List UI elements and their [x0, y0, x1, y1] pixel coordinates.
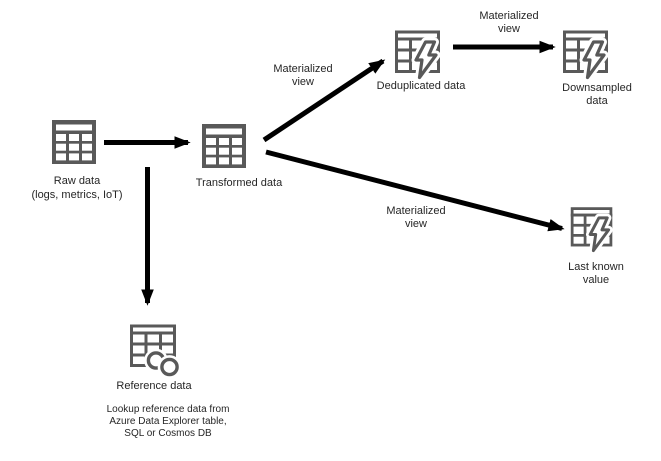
node-raw-data	[50, 118, 98, 166]
node-transformed-data	[200, 122, 248, 170]
arrow-transformed-to-last-known	[265, 149, 565, 232]
node-deduplicated-data	[392, 27, 444, 82]
node-reference-data	[127, 321, 182, 379]
reference-table-icon	[130, 324, 182, 379]
transformed-data-label: Transformed data	[195, 177, 283, 189]
materialized-view-table-icon	[395, 30, 441, 82]
raw-data-label: Raw data	[53, 175, 101, 187]
raw-data-sublabel: (logs, metrics, IoT)	[31, 189, 123, 201]
node-downsampled-data	[560, 27, 612, 82]
table-icon	[52, 120, 96, 164]
node-last-known-value	[568, 204, 616, 255]
arrow-transformed-to-deduplicated	[262, 58, 386, 143]
edge-label-materialized-view-last-known: Materialized view	[386, 205, 446, 230]
reference-data-label: Reference data	[116, 380, 192, 392]
materialized-view-table-icon	[570, 207, 613, 255]
table-icon	[202, 124, 246, 168]
last-known-value-label: Last known value	[568, 261, 624, 286]
reference-data-note: Lookup reference data from Azure Data Ex…	[106, 404, 230, 439]
deduplicated-data-label: Deduplicated data	[376, 80, 466, 92]
downsampled-data-label: Downsampled data	[562, 82, 632, 107]
edge-label-materialized-view-deduplicated: Materialized view	[273, 63, 333, 88]
edge-label-materialized-view-downsampled: Materialized view	[479, 10, 539, 35]
materialized-view-table-icon	[563, 30, 609, 82]
